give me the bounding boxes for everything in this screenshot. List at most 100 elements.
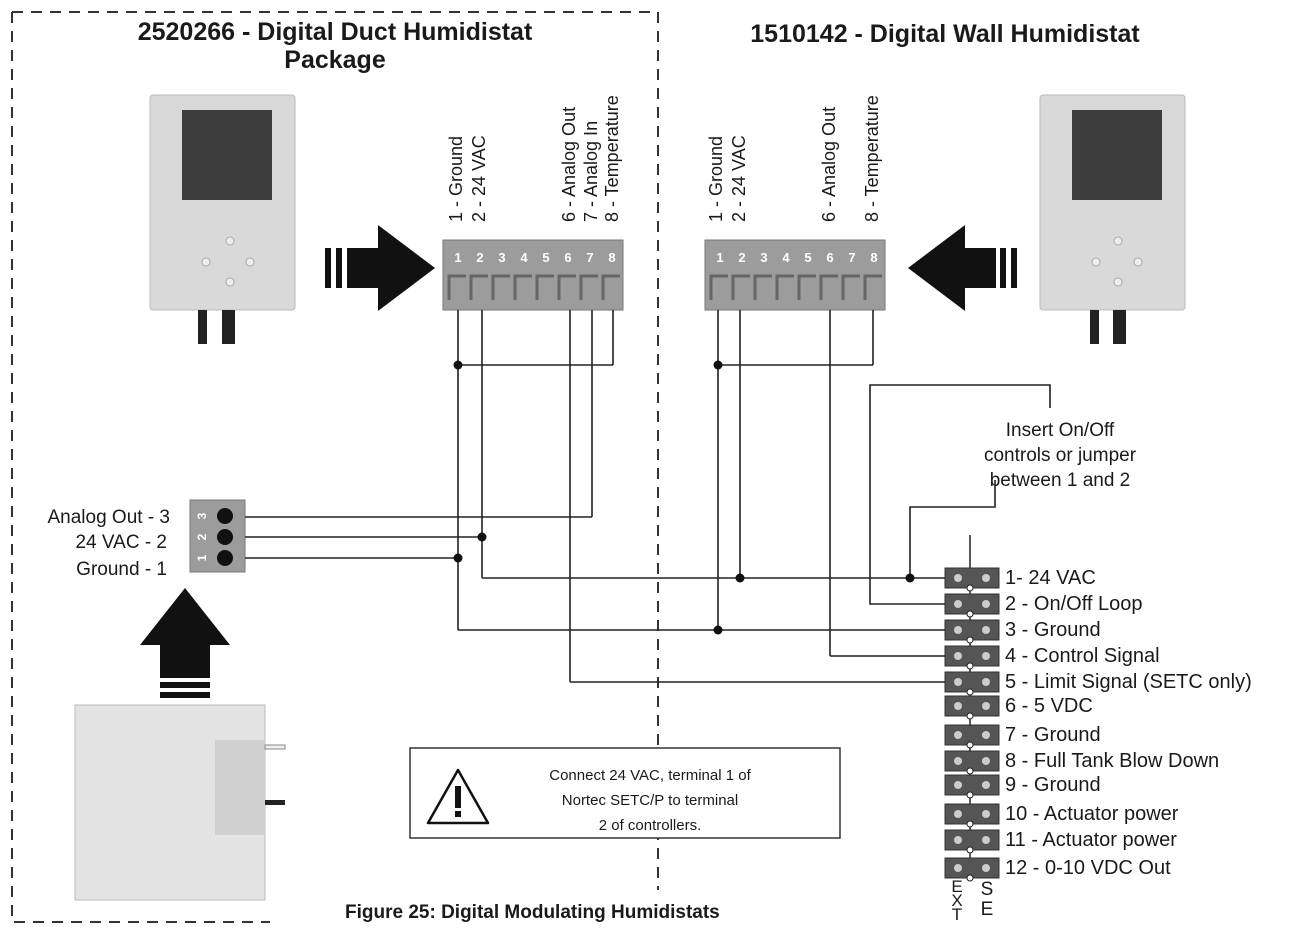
duct-terminal-slot [513, 274, 532, 300]
humidifier-terminal [944, 671, 1000, 693]
terminal-screw-icon [982, 652, 990, 660]
humidifier-terminal-label: 6 - 5 VDC [1005, 695, 1093, 717]
terminal-screw-icon [954, 864, 962, 872]
wall-terminal-number: 2 [738, 250, 745, 265]
terminal-screw-icon [954, 652, 962, 660]
wires [245, 310, 1051, 683]
humidifier-terminal [944, 750, 1000, 772]
humidifier-terminal-label: 11 - Actuator power [1005, 829, 1177, 851]
terminal-screw-icon [954, 836, 962, 844]
humidifier-terminal [944, 567, 1000, 589]
terminal-screw-icon [954, 626, 962, 634]
sensor-terminal-number: 3 [195, 512, 209, 519]
terminal-screw-icon [954, 702, 962, 710]
sensor-terminal-number: 1 [195, 554, 209, 561]
duct-terminal-slot [491, 274, 510, 300]
duct-label-analog-out: 6 - Analog Out [559, 106, 579, 222]
humidifier-terminal-label: 2 - On/Off Loop [1005, 593, 1143, 615]
note-line1: Insert On/Off [1005, 420, 1115, 441]
terminal-screw-icon [982, 781, 990, 789]
duct-label-24vac: 2 - 24 VAC [469, 135, 489, 222]
terminal-screw-icon [982, 731, 990, 739]
se-letter-s: S [980, 879, 994, 900]
wall-label-analog-out: 6 - Analog Out [819, 106, 839, 222]
warning-line2: Nortec SETC/P to terminal [561, 792, 739, 809]
wall-terminal-slot [819, 274, 838, 300]
humidifier-terminal [944, 724, 1000, 746]
terminal-screw-icon [982, 574, 990, 582]
terminal-screw-icon [982, 757, 990, 765]
wall-label-24vac: 2 - 24 VAC [729, 135, 749, 222]
wall-terminal-slot [753, 274, 772, 300]
terminal-link-icon [966, 741, 974, 749]
wall-terminal-number: 4 [782, 250, 790, 265]
humidifier-terminal [944, 774, 1000, 796]
sensor-label-24vac: 24 VAC - 2 [75, 532, 167, 553]
wall-terminal-slot [797, 274, 816, 300]
ext-letter-e: E [951, 877, 963, 896]
note-line2: controls or jumper [983, 445, 1137, 466]
wall-terminal-number: 5 [804, 250, 811, 265]
warning-box [409, 747, 841, 839]
humidifier-terminal-label: 12 - 0-10 VDC Out [1005, 857, 1171, 879]
duct-terminal-slot [579, 274, 598, 300]
duct-terminal-slot [535, 274, 554, 300]
humidifier-terminal [944, 695, 1000, 717]
wall-title: 1510142 - Digital Wall Humidistat [750, 20, 1140, 48]
humidifier-terminal [944, 803, 1000, 825]
warning-icon [426, 768, 490, 825]
terminal-link-icon [966, 791, 974, 799]
wall-terminal-slot [731, 274, 750, 300]
terminal-screw-icon [954, 574, 962, 582]
terminal-screw-icon [982, 864, 990, 872]
terminal-link-icon [966, 688, 974, 696]
terminal-link-icon [966, 767, 974, 775]
duct-terminal-number: 8 [608, 250, 615, 265]
sensor-label-ground: Ground - 1 [76, 559, 167, 580]
duct-label-analog-in: 7 - Analog In [581, 120, 601, 222]
wire-junctions [453, 360, 915, 635]
wall-terminal-number: 7 [848, 250, 855, 265]
humidifier-terminal-label: 4 - Control Signal [1005, 645, 1160, 667]
terminal-link-icon [966, 820, 974, 828]
terminal-screw-icon [954, 678, 962, 686]
duct-terminal-slot [601, 274, 620, 300]
sensor-label-analog-out: Analog Out - 3 [47, 507, 170, 528]
wall-terminal-number: 8 [870, 250, 877, 265]
terminal-screw-icon [954, 600, 962, 608]
note-line3: between 1 and 2 [989, 470, 1131, 491]
humidifier-terminal-label: 10 - Actuator power [1005, 803, 1179, 825]
ext-letter-x: X [951, 891, 963, 910]
duct-terminal-number: 7 [586, 250, 593, 265]
wall-terminal-number: 3 [760, 250, 767, 265]
wall-humidistat-device [1039, 94, 1186, 344]
humidifier-terminal [944, 829, 1000, 851]
duct-humidistat-device [149, 94, 296, 344]
humidifier-terminal [944, 619, 1000, 641]
humidifier-terminal-label: 7 - Ground [1005, 724, 1101, 746]
humidifier-terminal-label: 1- 24 VAC [1005, 567, 1096, 589]
wall-label-ground: 1 - Ground [706, 135, 726, 222]
terminal-link-icon [966, 610, 974, 618]
terminal-link-icon [966, 874, 974, 882]
terminal-screw-icon [982, 836, 990, 844]
wall-terminal-slot [709, 274, 728, 300]
duct-title-line2: Package [284, 46, 386, 74]
duct-terminal-number: 4 [520, 250, 528, 265]
duct-terminal-number: 1 [454, 250, 461, 265]
wall-terminal-number: 6 [826, 250, 833, 265]
duct-terminal-slot [469, 274, 488, 300]
humidifier-terminal-label: 9 - Ground [1005, 774, 1101, 796]
wall-terminal-slot [841, 274, 860, 300]
terminal-screw-icon [982, 678, 990, 686]
terminal-link-icon [966, 662, 974, 670]
humidifier-terminal [944, 857, 1000, 879]
arrow-left-icon [908, 225, 1017, 311]
humidifier-terminal [944, 645, 1000, 667]
terminal-screw-icon [982, 600, 990, 608]
terminal-link-icon [966, 636, 974, 644]
terminal-screw-icon [982, 626, 990, 634]
